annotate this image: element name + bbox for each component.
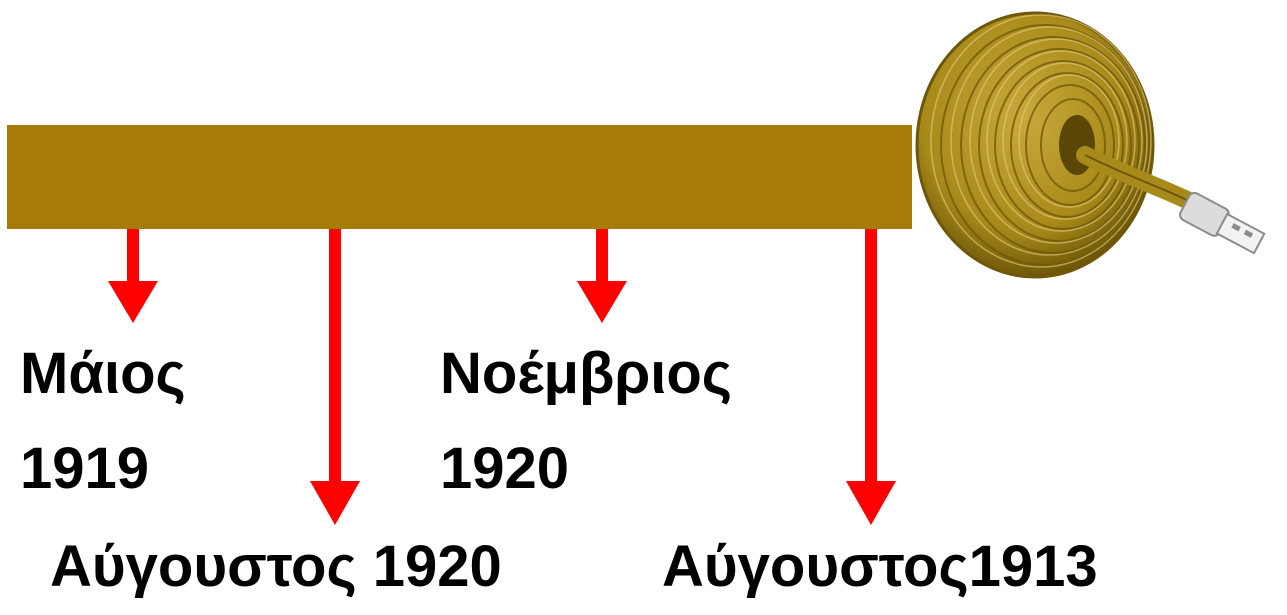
event-label-november-1920-year: 1920 [440,436,570,501]
arrow-november-1920 [577,229,627,323]
arrow-august-1913 [846,229,896,525]
timeline-bar [7,125,912,229]
arrow-may-1919 [108,229,158,323]
event-label-november-1920-month: Νοέμβριος [440,341,732,406]
usb-cable-roll-icon [915,11,1266,279]
event-label-may-1919-month: Μάιος [20,341,186,406]
arrow-august-1920 [310,229,360,525]
event-label-august-1920: Αύγουστος 1920 [50,534,502,599]
event-label-august-1913: Αύγουστος1913 [662,534,1098,599]
event-label-may-1919-year: 1919 [20,436,150,501]
